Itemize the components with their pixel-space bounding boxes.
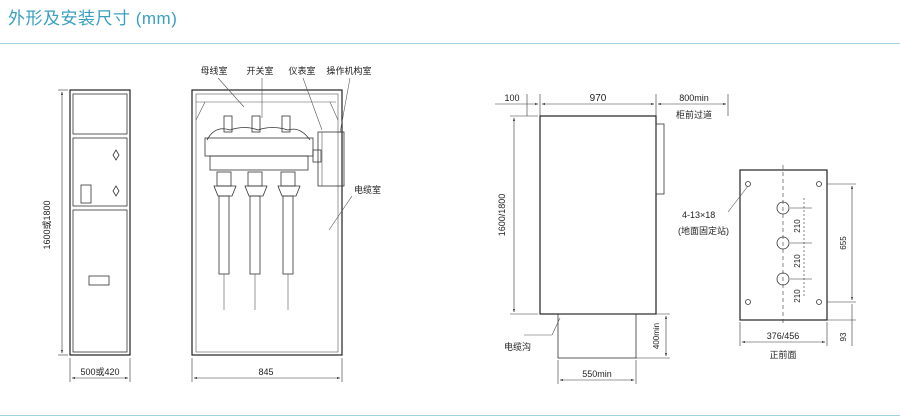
install-depth-label: 970 xyxy=(590,93,607,104)
base-view: 4-13×18 (地面固定站) 210 210 210 655 376/456 … xyxy=(678,165,856,360)
install-height-label: 1600/1800 xyxy=(497,194,507,237)
corner-hole-icon xyxy=(745,299,751,305)
label-busbar-room: 母线室 xyxy=(200,65,227,76)
corner-hole-icon xyxy=(816,299,822,305)
install-trench-width-label: 550min xyxy=(582,369,612,379)
front-width-label: 500或420 xyxy=(80,366,119,377)
base-pitch-2: 210 xyxy=(793,254,802,268)
install-top-left-label: 100 xyxy=(504,93,519,103)
base-front-label: 正前面 xyxy=(769,349,796,360)
front-height-label: 1600或1800 xyxy=(41,200,52,249)
label-instrument-room: 仪表室 xyxy=(288,65,315,76)
label-cable-room: 电缆室 xyxy=(354,184,381,195)
install-rear-clearance-label: 800min xyxy=(679,93,709,103)
mounting-hole-icon xyxy=(776,236,790,250)
install-trench-depth-label: 400min xyxy=(652,323,661,349)
base-offset-label: 93 xyxy=(839,332,848,341)
corner-hole-icon xyxy=(816,181,822,187)
label-mechanism-room: 操作机构室 xyxy=(326,65,371,76)
indicator-icon xyxy=(112,185,120,197)
title-divider xyxy=(0,43,900,44)
install-rear-clearance-note: 柜前过道 xyxy=(676,109,712,120)
base-holes-note: (地面固定站) xyxy=(678,225,729,236)
installation-view: 100 970 800min 柜前过道 1600/1800 400min 550… xyxy=(495,93,729,384)
mounting-hole-icon xyxy=(776,272,790,286)
side-section-view: 母线室 开关室 仪表室 操作机构室 电缆室 845 xyxy=(191,65,381,382)
corner-hole-icon xyxy=(745,181,751,187)
base-holes-label: 4-13×18 xyxy=(682,210,715,220)
base-width-label: 376/456 xyxy=(767,331,800,341)
bottom-divider xyxy=(0,415,900,416)
page-title: 外形及安装尺寸 (mm) xyxy=(8,9,178,28)
indicator-icon xyxy=(112,149,120,161)
base-total-depth: 655 xyxy=(839,236,848,250)
install-trench-label: 电缆沟 xyxy=(504,341,531,352)
front-view: 1600或1800 500或420 xyxy=(41,89,131,382)
base-pitch-3: 210 xyxy=(793,289,802,303)
side-depth-label: 845 xyxy=(258,367,273,377)
mounting-hole-icon xyxy=(776,201,790,215)
label-switch-room: 开关室 xyxy=(246,65,273,76)
base-pitch-1: 210 xyxy=(793,219,802,233)
